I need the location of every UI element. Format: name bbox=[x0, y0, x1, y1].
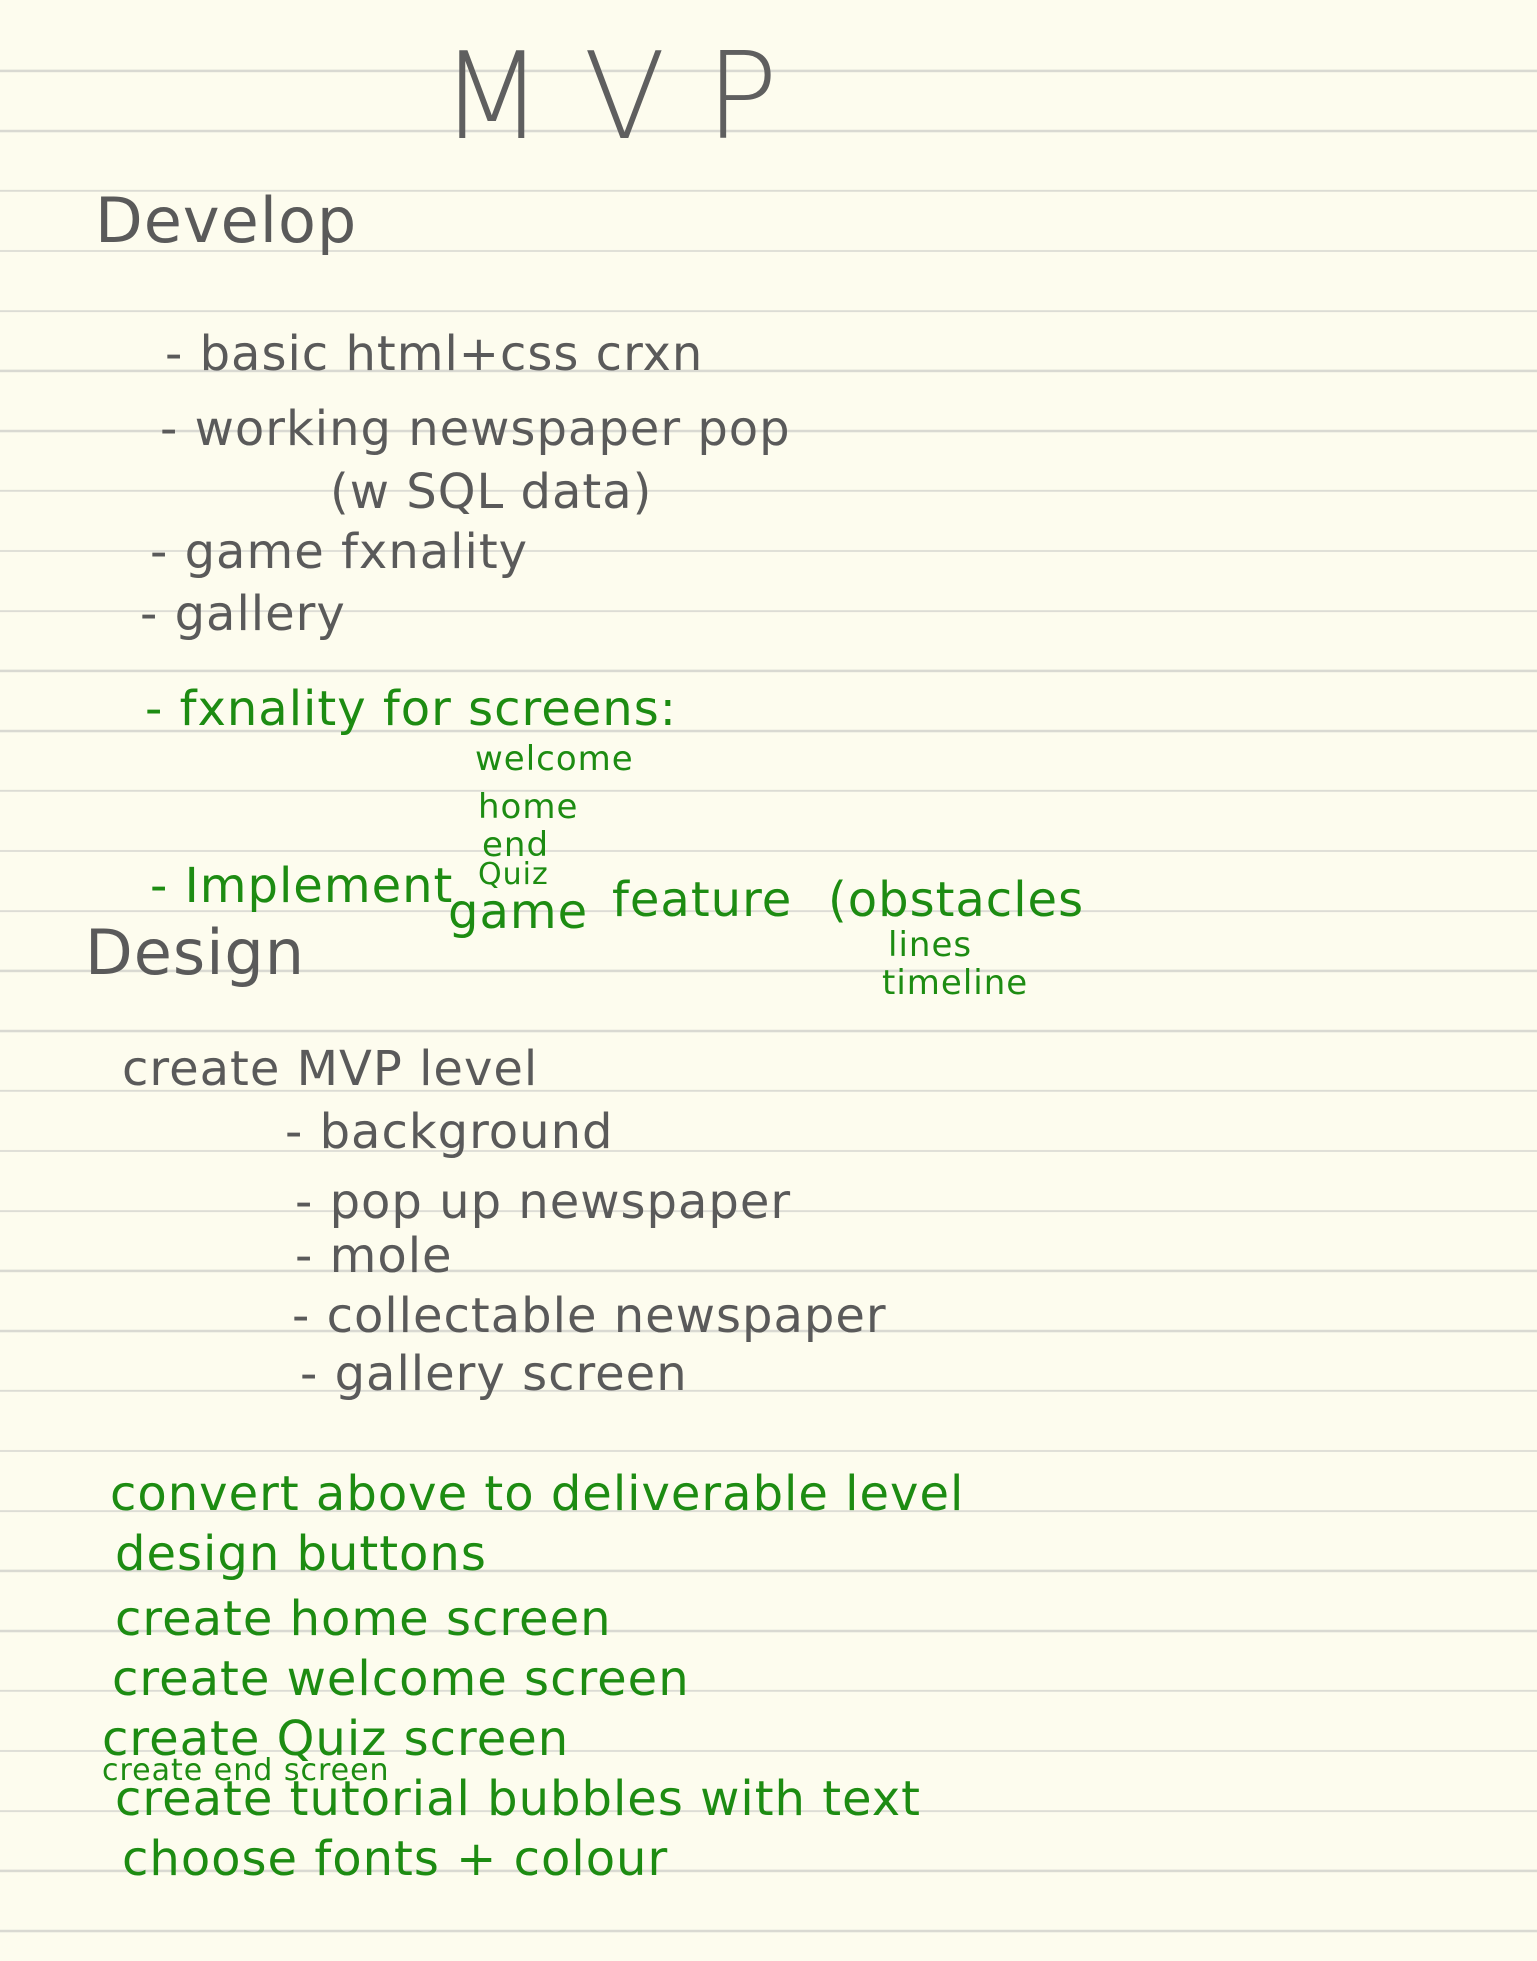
develop-item-implement: - Implement bbox=[150, 858, 454, 914]
design-item-collectable-newspaper: - collectable newspaper bbox=[292, 1288, 887, 1344]
design-item-popup-newspaper: - pop up newspaper bbox=[295, 1174, 792, 1230]
feature-obstacles: (obstacles bbox=[828, 872, 1085, 928]
design-green-home-screen: create home screen bbox=[115, 1591, 612, 1647]
design-green-welcome-screen: create welcome screen bbox=[112, 1651, 690, 1707]
page-title: MVP bbox=[440, 28, 818, 167]
develop-item-fxnality-screens: - fxnality for screens: bbox=[145, 681, 677, 737]
design-create-level: create MVP level bbox=[122, 1041, 539, 1097]
design-green-buttons: design buttons bbox=[115, 1526, 487, 1582]
develop-item-sql-data: (w SQL data) bbox=[330, 464, 653, 520]
screen-end: end bbox=[482, 825, 550, 865]
design-green-tutorial-bubbles: create tutorial bubbles with text bbox=[115, 1771, 921, 1827]
design-green-convert: convert above to deliverable level bbox=[110, 1466, 965, 1522]
design-green-end-screen: create end screen bbox=[102, 1753, 390, 1788]
design-item-background: - background bbox=[285, 1104, 614, 1160]
implement-feature: feature bbox=[612, 872, 793, 928]
develop-heading: Develop bbox=[95, 184, 358, 257]
design-green-fonts-colour: choose fonts + colour bbox=[122, 1831, 669, 1887]
feature-timeline: timeline bbox=[882, 963, 1029, 1003]
develop-item-gallery: - gallery bbox=[140, 586, 346, 642]
design-item-mole: - mole bbox=[295, 1228, 453, 1284]
screen-home: home bbox=[478, 787, 579, 827]
develop-item-html-css: - basic html+css crxn bbox=[165, 326, 704, 382]
design-green-quiz-screen: create Quiz screen bbox=[102, 1711, 570, 1767]
develop-item-newspaper-pop: - working newspaper pop bbox=[160, 401, 791, 457]
screen-welcome: welcome bbox=[475, 739, 634, 779]
design-item-gallery-screen: - gallery screen bbox=[300, 1346, 688, 1402]
feature-lines: lines bbox=[888, 925, 973, 965]
screen-quiz: Quiz bbox=[478, 857, 549, 892]
develop-item-game-fxnality: - game fxnality bbox=[150, 524, 529, 580]
design-heading: Design bbox=[85, 916, 306, 989]
implement-game: game bbox=[448, 884, 589, 940]
